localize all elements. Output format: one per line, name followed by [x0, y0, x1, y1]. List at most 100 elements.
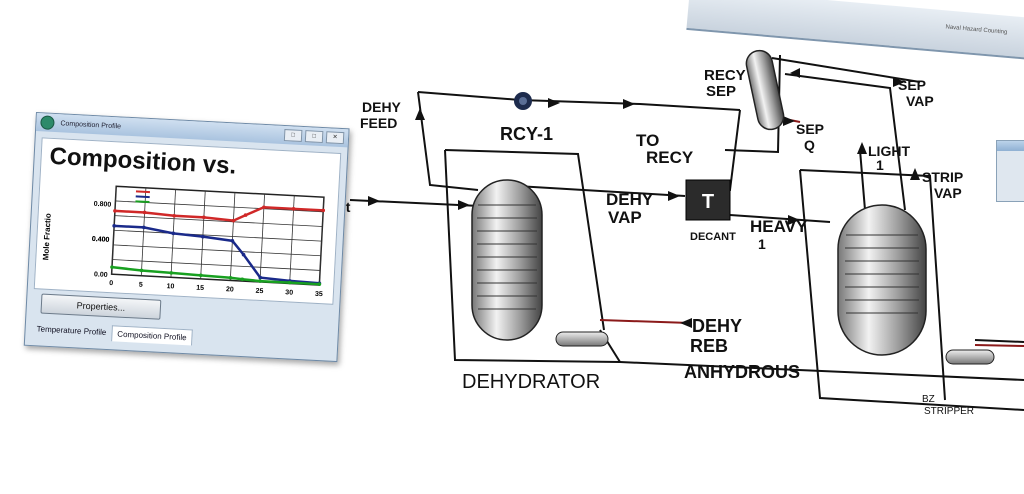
chart-x-tick-label: 5 [139, 282, 143, 289]
sep-q-arrow [783, 116, 795, 126]
label-feed: FEED [360, 115, 397, 131]
clipped-side-window[interactable] [996, 140, 1024, 202]
label-heavy: HEAVY [750, 217, 808, 236]
decant-block[interactable]: T [685, 179, 731, 221]
chart-data-point [199, 273, 203, 278]
decant-to-sep-stream [724, 54, 781, 154]
profile-tabs: Temperature Profile Composition Profile [31, 321, 194, 346]
dehy-reb-arrow [680, 318, 692, 328]
chart-data-point [243, 213, 248, 217]
dehy-vap-stream [499, 184, 686, 197]
clipped-side-window-titlebar[interactable] [997, 141, 1024, 151]
light-stream [859, 149, 866, 211]
dehy-feed-arrow [415, 108, 425, 120]
chart-data-point [258, 279, 262, 283]
chart-legend-swatch [135, 190, 151, 194]
feed-inlet-arrow [458, 200, 470, 210]
label-sep-vap-2: VAP [906, 93, 934, 109]
chart-grid-line-y [113, 229, 322, 242]
chart-y-axis-label: Mole Fractio [41, 213, 52, 261]
properties-button[interactable]: Properties... [40, 293, 162, 320]
minimize-button[interactable]: □ [283, 129, 303, 142]
app-icon [40, 115, 55, 130]
stripper-trays [845, 234, 919, 314]
chart-x-tick-label: 0 [109, 280, 113, 287]
maximize-button[interactable]: □ [304, 130, 324, 144]
flowsheet-labels: DEHY FEED RCY-1 TO RECY RECY SEP SEP VAP… [338, 67, 974, 417]
heavy-arrow [788, 215, 800, 225]
to-recy-arrow [623, 99, 635, 109]
chart-data-point [172, 213, 176, 218]
tab-temperature-profile[interactable]: Temperature Profile [36, 324, 107, 337]
chart-x-tick-label: 10 [166, 283, 174, 290]
recycle-block-rcy-1[interactable] [514, 92, 532, 110]
chart-data-point [230, 239, 235, 243]
stripper-reboiler[interactable] [945, 349, 995, 365]
tab-composition-profile[interactable]: Composition Profile [110, 325, 194, 346]
strip-vap-arrow [910, 168, 920, 180]
chart-x-tick-label: 35 [315, 291, 323, 298]
chart-data-point [262, 205, 266, 210]
light-arrow [857, 142, 867, 154]
label-sep-q-1: SEP [796, 121, 824, 137]
label-light-1: 1 [876, 157, 884, 173]
chart-legend-swatch [135, 195, 150, 199]
chart-y-tick-label: 0.400 [92, 236, 110, 244]
label-dehydrator: DEHYDRATOR [462, 371, 600, 393]
chart-x-tick-label: 25 [255, 288, 263, 295]
label-dehy-reb-2: REB [690, 336, 728, 356]
chart-data-point [112, 224, 116, 228]
chart-grid-line-y [112, 259, 321, 271]
label-recy-sep-2: SEP [706, 83, 736, 100]
rcy-arrow [548, 98, 560, 108]
chart-data-point [202, 215, 206, 220]
chart-data-point [142, 210, 147, 215]
label-dehy-vap-2: VAP [608, 208, 642, 227]
chart-x-tick-label: 20 [226, 286, 234, 293]
dehydrator-column[interactable] [471, 179, 543, 341]
label-dehy: DEHY [362, 99, 402, 115]
label-rcy-1: RCY-1 [500, 124, 553, 144]
label-sep-vap-1: SEP [898, 77, 926, 93]
dehydrator-box-top [444, 149, 605, 331]
chart-data-point [113, 209, 117, 213]
label-dehy-reb-1: DEHY [692, 316, 742, 336]
label-recy: RECY [646, 148, 694, 167]
bz-stripper-column[interactable] [837, 204, 927, 356]
chart-data-point [201, 234, 205, 239]
label-sep-q-2: Q [804, 137, 815, 153]
chart-grid-line-y [113, 244, 321, 257]
label-decant: DECANT [690, 231, 736, 243]
dehy-feed-stream [417, 91, 479, 191]
composition-profile-window[interactable]: Composition Profile □ □ ✕ Composition vs… [23, 112, 350, 363]
chart-y-tick-label: 0.800 [94, 201, 112, 209]
decant-symbol: T [702, 191, 714, 213]
chart-data-point [139, 268, 144, 273]
dehydrator-reboiler[interactable] [555, 331, 609, 347]
chart-data-point [291, 207, 296, 211]
strip-vap-return [784, 73, 906, 211]
chart-data-point [287, 280, 292, 285]
label-strip: STRIP [922, 169, 963, 185]
chart-data-point [240, 277, 245, 282]
chart-data-point [241, 252, 246, 257]
chart-data-point [321, 208, 326, 213]
chart-data-point [171, 231, 176, 236]
recy-sep-vessel[interactable] [744, 48, 786, 132]
dehydrator-trays [477, 204, 537, 310]
stripper-bottoms-stream [974, 339, 1024, 343]
label-heavy-1: 1 [758, 236, 766, 252]
close-button[interactable]: ✕ [325, 131, 345, 145]
stream-arrows [368, 68, 920, 328]
rcy-recycle-stream [417, 91, 741, 111]
chart-data-point [228, 275, 233, 280]
label-dehy-vap-1: DEHY [606, 190, 654, 209]
feed-inlet-arrow-2 [368, 196, 380, 206]
chart-legend-swatch [135, 200, 150, 204]
chart-data-point [231, 218, 236, 223]
